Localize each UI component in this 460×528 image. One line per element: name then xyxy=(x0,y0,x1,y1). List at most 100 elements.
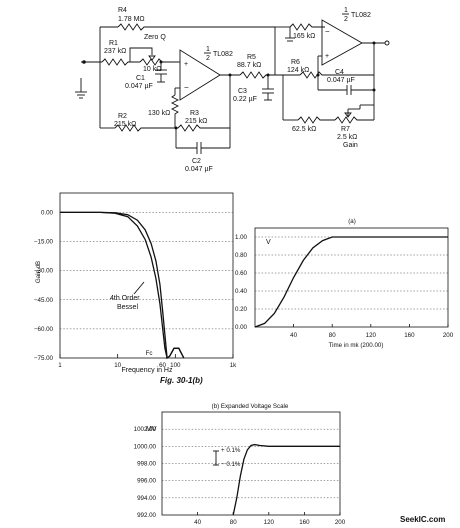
c3-value: 0.22 µF xyxy=(233,96,257,103)
r6-name: R6 xyxy=(291,59,300,66)
tolerance-minus: − 0.1% xyxy=(221,461,241,468)
expanded-chart-title: (b) Expanded Voltage Scale xyxy=(212,403,289,410)
r165k-value: 165 kΩ xyxy=(293,33,315,40)
gain-series-2 xyxy=(60,211,185,360)
op1-fraction-den: 2 xyxy=(206,55,210,62)
gain-chart-xlabel: Frequency in Hz xyxy=(122,367,173,374)
step-series xyxy=(254,236,448,328)
gain-ytick-label: −60.00 xyxy=(34,326,54,333)
r1-value: 237 kΩ xyxy=(104,48,126,55)
expanded-ytick-label: 996.00 xyxy=(137,478,156,485)
step-ytick-label: 0.20 xyxy=(235,306,248,313)
r130k-value: 130 kΩ xyxy=(148,110,170,117)
fc-label: Fc xyxy=(146,350,153,357)
zero-q-name: Zero Q xyxy=(144,34,166,41)
r5-resistor xyxy=(239,71,278,79)
r2-resistor xyxy=(114,124,178,132)
expanded-series xyxy=(232,443,340,516)
r7-label: Gain xyxy=(343,142,358,149)
r2-value: 215 kΩ xyxy=(114,121,136,128)
tolerance-plus: + 0.1% xyxy=(221,447,241,454)
step-ytick-label: 0.00 xyxy=(235,324,248,331)
gain-series-1 xyxy=(60,211,185,360)
expanded-xtick-label: 40 xyxy=(194,519,201,526)
r7-value: 2.5 kΩ xyxy=(337,134,357,141)
step-chart-unit: V xyxy=(266,239,271,246)
c4-value: 0.047 µF xyxy=(327,77,355,84)
step-ytick-label: 0.40 xyxy=(235,288,248,295)
op2-fraction-num: 1 xyxy=(344,7,348,14)
gain-ytick-label: −15.00 xyxy=(34,239,54,246)
filter-schematic: + − − + xyxy=(75,7,390,173)
r165k-resistor xyxy=(289,23,325,31)
r625k-value: 62.5 kΩ xyxy=(292,126,316,133)
zero-q-potentiometer xyxy=(139,58,178,66)
expanded-ytick-label: 1002.00 xyxy=(134,426,157,433)
r1-resistor xyxy=(101,58,140,66)
c1-value: 0.047 µF xyxy=(125,83,153,90)
expanded-voltage-chart: (b) Expanded Voltage Scale MV 1002.00100… xyxy=(134,403,346,526)
c3-name: C3 xyxy=(238,88,247,95)
c4-name: C4 xyxy=(335,69,344,76)
r2-name: R2 xyxy=(118,113,127,120)
gain-ytick-label: −45.00 xyxy=(34,297,54,304)
gain-chart-frame xyxy=(59,192,234,359)
r4-name: R4 xyxy=(118,7,127,14)
step-ytick-label: 0.80 xyxy=(235,252,248,259)
expanded-xtick-label: 200 xyxy=(335,519,346,526)
r625k-resistor xyxy=(297,116,335,124)
bessel-annotation-line1: 4th Order xyxy=(110,295,140,302)
input-ground-symbol xyxy=(75,78,87,99)
c2-value: 0.047 µF xyxy=(185,166,213,173)
step-xtick-label: 160 xyxy=(404,332,415,339)
r7-gain-potentiometer xyxy=(334,116,374,124)
r130k-resistor xyxy=(170,94,180,128)
figure-caption: Fig. 30-1(b) xyxy=(160,376,203,385)
gain-ytick-label: 0.00 xyxy=(41,209,54,216)
step-response-chart: (a) V Time in mk (200.00) 0.000.200.400.… xyxy=(235,218,454,349)
op2-fraction-den: 2 xyxy=(344,16,348,23)
op1-fraction-num: 1 xyxy=(206,46,210,53)
c2-name: C2 xyxy=(192,158,201,165)
svg-text:−: − xyxy=(184,83,189,92)
c1-name: C1 xyxy=(136,75,145,82)
expanded-xtick-label: 160 xyxy=(299,519,310,526)
gain-xtick-label: 100 xyxy=(170,362,181,369)
expanded-xtick-label: 120 xyxy=(264,519,275,526)
op2-part: TL082 xyxy=(351,12,371,19)
gain-ytick-label: −75.00 xyxy=(34,355,54,362)
expanded-ytick-label: 992.00 xyxy=(137,512,156,519)
gain-frequency-chart: Gain dB Frequency in Hz 4th Order Bessel… xyxy=(34,192,237,374)
expanded-chart-unit: MV xyxy=(146,426,157,433)
op-amp-1 xyxy=(179,49,221,101)
op1-part: TL082 xyxy=(213,51,233,58)
step-ytick-label: 1.00 xyxy=(235,234,248,241)
gain-chart-ylabel: Gain dB xyxy=(35,261,42,283)
step-xtick-label: 80 xyxy=(329,332,336,339)
gain-xtick-label: 1 xyxy=(58,362,62,369)
r5-value: 88.7 kΩ xyxy=(237,62,261,69)
op-amp-2 xyxy=(321,19,363,66)
r7-name: R7 xyxy=(341,126,350,133)
r4-resistor xyxy=(117,23,275,31)
r5-name: R5 xyxy=(247,54,256,61)
expanded-ytick-label: 994.00 xyxy=(137,495,156,502)
step-ytick-label: 0.60 xyxy=(235,270,248,277)
svg-text:+: + xyxy=(325,53,329,60)
r3-value: 215 kΩ xyxy=(185,118,207,125)
gain-ytick-label: −30.00 xyxy=(34,268,54,275)
svg-text:+: + xyxy=(184,61,188,68)
r1-name: R1 xyxy=(109,40,118,47)
svg-text:−: − xyxy=(325,27,330,36)
expanded-ytick-label: 998.00 xyxy=(137,461,156,468)
r3-name: R3 xyxy=(190,110,199,117)
gain-xtick-label: 10 xyxy=(114,362,121,369)
output-terminal xyxy=(384,40,390,46)
bessel-annotation-line2: Bessel xyxy=(117,304,138,311)
step-xtick-label: 200 xyxy=(443,332,454,339)
r6-resistor xyxy=(299,71,335,79)
gain-xtick-60: 60 xyxy=(159,362,166,369)
zero-q-value: 10 kΩ xyxy=(143,66,161,73)
step-chart-xlabel: Time in mk (200.00) xyxy=(329,342,384,349)
